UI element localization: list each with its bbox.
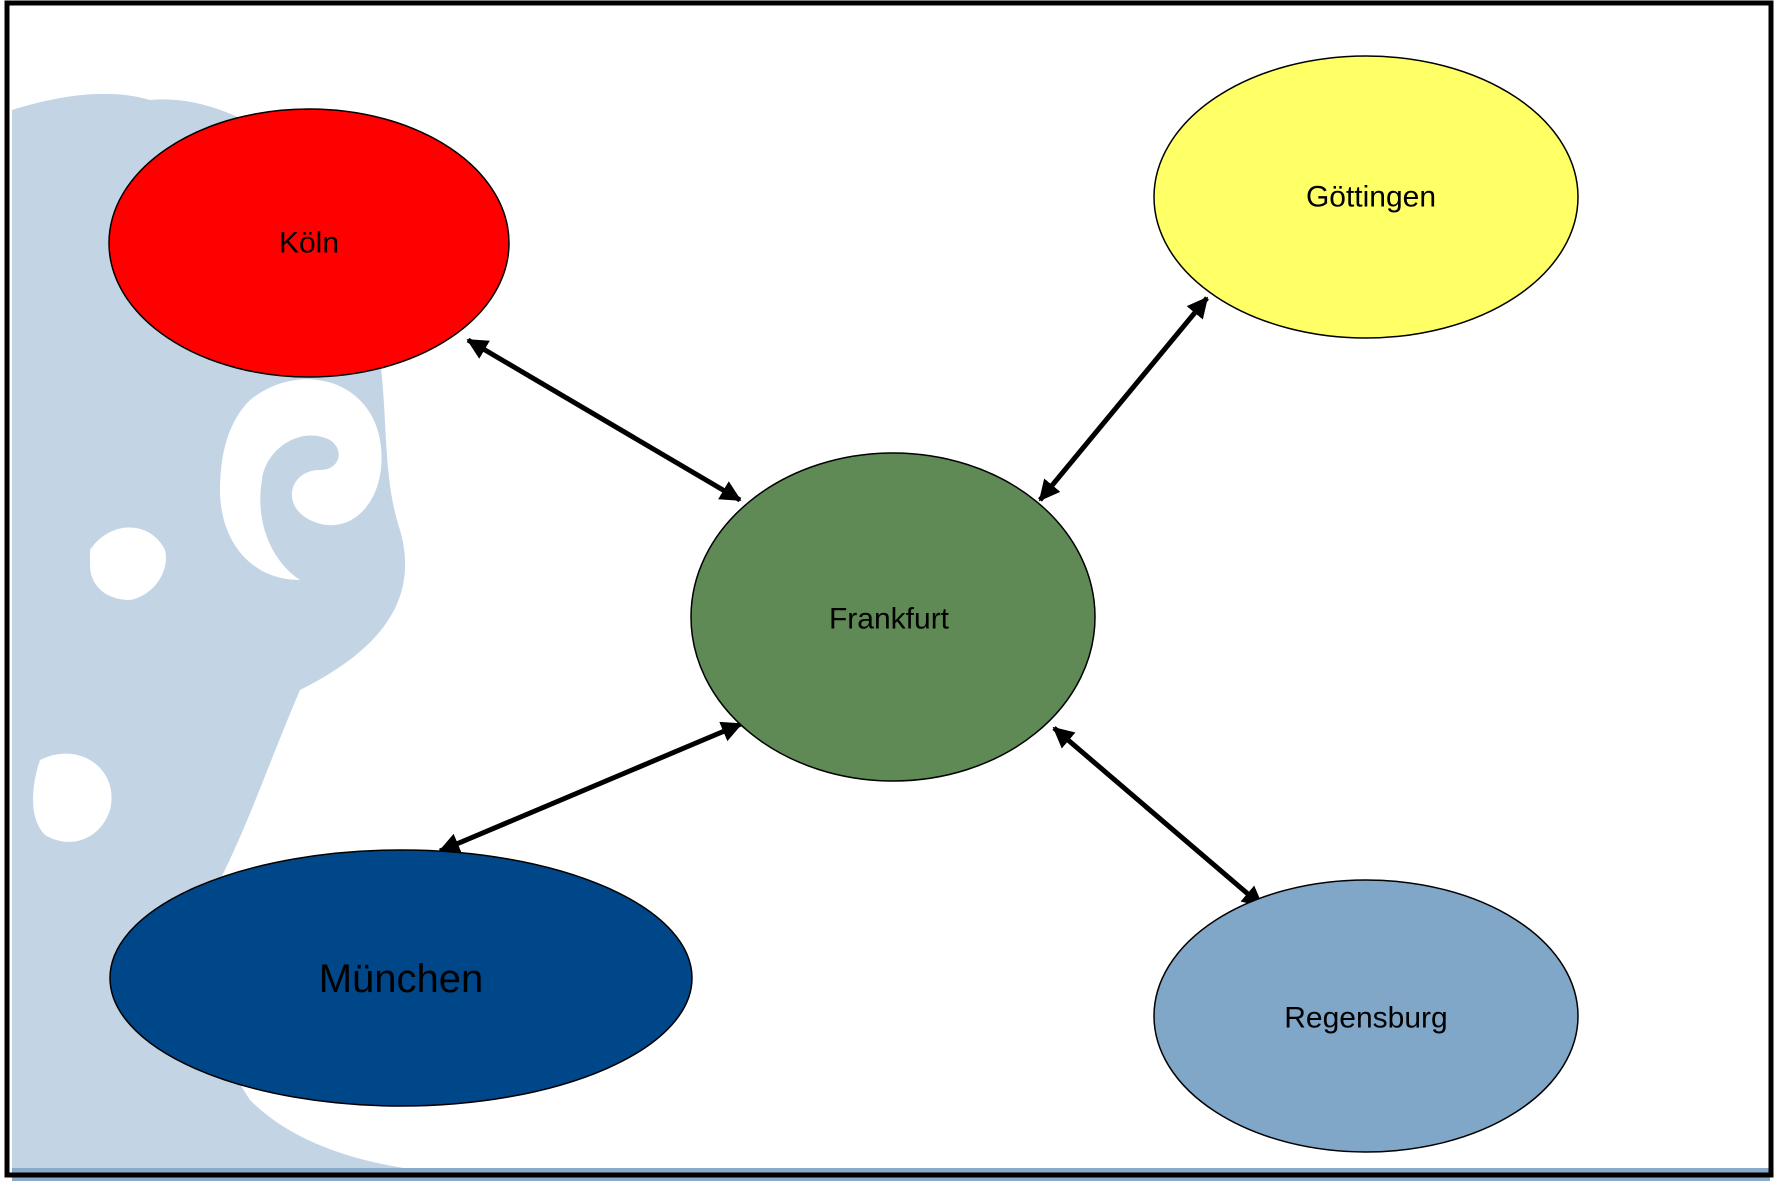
node-koeln: Köln xyxy=(108,108,510,378)
node-regensburg: Regensburg xyxy=(1153,879,1579,1153)
edge-frankfurt-regensburg xyxy=(1052,726,1264,908)
node-frankfurt-label: Frankfurt xyxy=(829,603,950,636)
node-regensburg-label: Regensburg xyxy=(1284,1002,1447,1035)
node-regensburg-ellipse xyxy=(1153,879,1579,1153)
watermark-eye-shape xyxy=(90,527,166,600)
node-muenchen-label: München xyxy=(319,957,484,1001)
node-frankfurt-ellipse xyxy=(690,452,1096,782)
watermark-hair-curl xyxy=(220,379,382,580)
node-koeln-ellipse xyxy=(108,108,510,378)
node-goettingen: Göttingen xyxy=(1153,55,1579,339)
node-muenchen-ellipse xyxy=(109,849,693,1107)
slide-frame xyxy=(4,0,1774,1178)
node-koeln-label: Köln xyxy=(279,227,339,260)
watermark-mouth-shape xyxy=(33,753,112,842)
node-muenchen: München xyxy=(109,849,693,1107)
edge-frankfurt-koeln xyxy=(466,337,742,503)
node-goettingen-label: Göttingen xyxy=(1306,181,1436,214)
node-goettingen-ellipse xyxy=(1153,55,1579,339)
node-frankfurt: Frankfurt xyxy=(690,452,1096,782)
edges-layer xyxy=(438,296,1264,908)
edge-frankfurt-goettingen xyxy=(1038,296,1209,502)
edge-frankfurt-muenchen xyxy=(438,721,743,854)
